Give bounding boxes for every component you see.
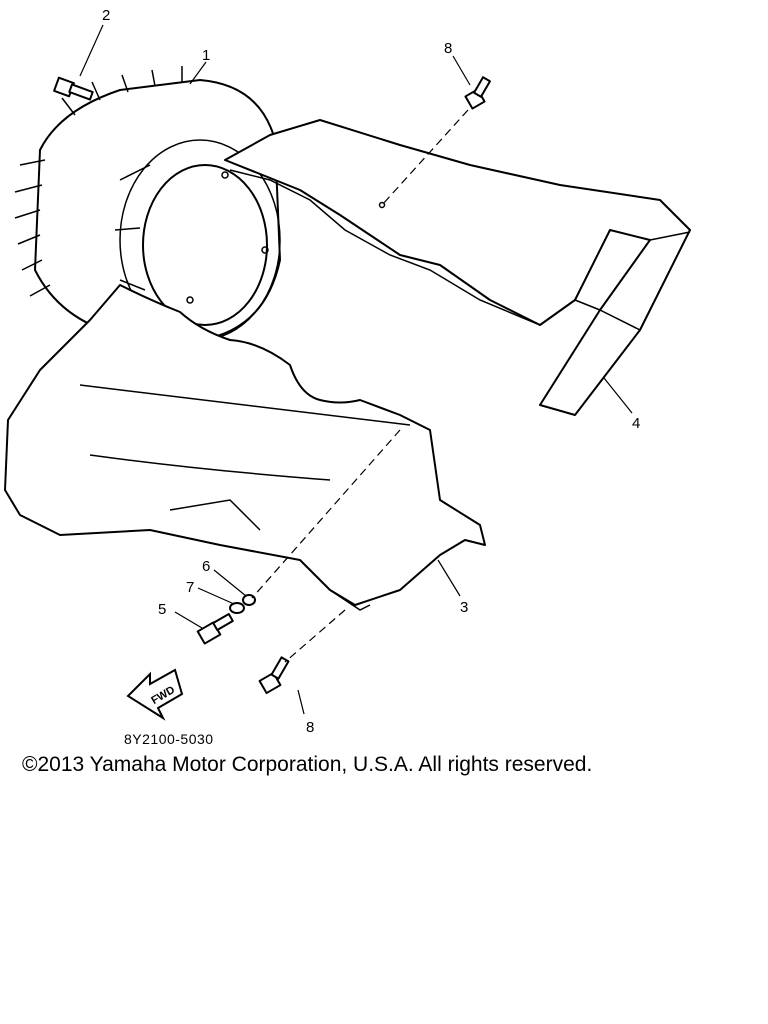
drawing-code: 8Y2100-5030	[124, 731, 214, 747]
fwd-direction-arrow: FWD	[126, 668, 184, 721]
upper-duct-part	[224, 119, 691, 416]
label-part-7: 7	[186, 579, 194, 596]
label-part-4: 4	[632, 415, 640, 432]
label-part-8-top: 8	[444, 40, 452, 57]
bolt-part-8-top	[464, 76, 491, 110]
label-part-8-bottom: 8	[306, 719, 314, 736]
label-part-5: 5	[158, 601, 166, 618]
leader-lines	[79, 24, 633, 715]
bolt-part-8-bottom	[258, 656, 290, 695]
label-part-2: 2	[102, 7, 110, 24]
label-part-1: 1	[202, 47, 210, 64]
lower-shroud-part	[4, 284, 486, 611]
fan-rotor-part	[14, 66, 281, 341]
label-part-6: 6	[202, 558, 210, 575]
hardware-5-6-7	[196, 594, 256, 645]
exploded-parts-diagram: 1 2 8 4 3 6 7 5 8 FWD	[4, 7, 691, 736]
bolt-part-2	[53, 76, 94, 101]
label-part-3: 3	[460, 599, 468, 616]
copyright-notice: ©2013 Yamaha Motor Corporation, U.S.A. A…	[22, 753, 593, 776]
